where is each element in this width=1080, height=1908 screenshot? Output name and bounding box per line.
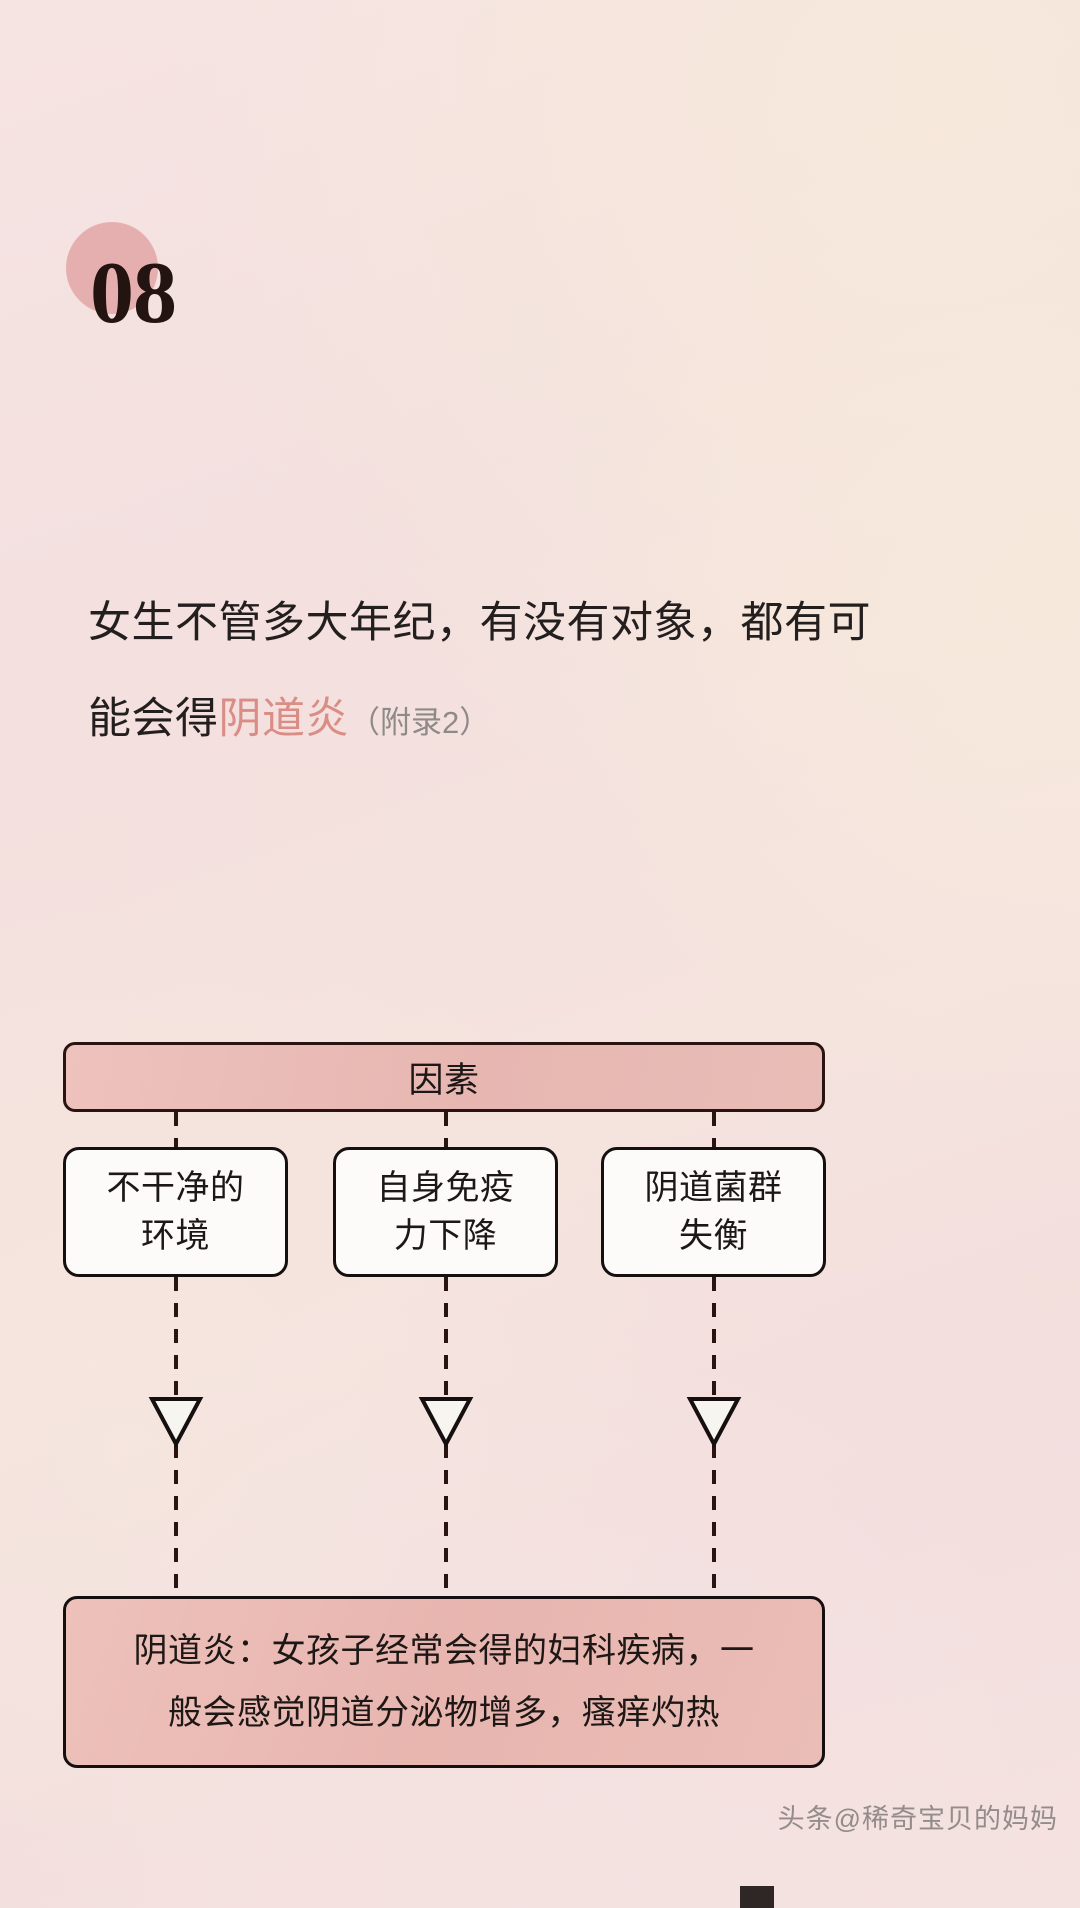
- arrowhead-triangle-icon-2: [418, 1397, 474, 1449]
- headline-paragraph: 女生不管多大年纪，有没有对象，都有可 能会得阴道炎（附录2）: [88, 575, 978, 771]
- headline-accent-term: 阴道炎: [218, 695, 349, 743]
- headline-line-2-prefix: 能会得: [88, 695, 219, 743]
- factor-2-line-1: 自身免疫: [376, 1169, 515, 1207]
- flowchart-factor-node-2: 自身免疫 力下降: [333, 1147, 558, 1277]
- arrowhead-triangle-icon-3: [686, 1397, 742, 1449]
- headline-line-1: 女生不管多大年纪，有没有对象，都有可: [88, 599, 871, 647]
- section-number: 08: [90, 245, 177, 342]
- factor-3-line-2: 失衡: [679, 1217, 748, 1255]
- factor-2-line-2: 力下降: [393, 1217, 498, 1255]
- bottom-edge-mark: [740, 1886, 774, 1908]
- watermark-text: 头条@稀奇宝贝的妈妈: [777, 1804, 1058, 1834]
- flowchart-result-node: 阴道炎：女孩子经常会得的妇科疾病，一 般会感觉阴道分泌物增多，瘙痒灼热: [63, 1596, 825, 1768]
- factor-3-line-1: 阴道菌群: [644, 1169, 783, 1207]
- result-line-2: 般会感觉阴道分泌物增多，瘙痒灼热: [168, 1694, 720, 1732]
- flowchart-factor-node-1: 不干净的 环境: [63, 1147, 288, 1277]
- flowchart-header-node: 因素: [63, 1042, 825, 1112]
- flowchart-header-label: 因素: [408, 1060, 480, 1100]
- factor-1-line-1: 不干净的: [106, 1169, 245, 1207]
- arrowhead-triangle-icon-1: [148, 1397, 204, 1449]
- flowchart-factor-node-3: 阴道菌群 失衡: [601, 1147, 826, 1277]
- headline-appendix-note: （附录2）: [349, 705, 491, 740]
- factor-1-line-2: 环境: [141, 1217, 210, 1255]
- decorative-circle: [66, 222, 158, 314]
- result-line-1: 阴道炎：女孩子经常会得的妇科疾病，一: [133, 1632, 755, 1670]
- section-number-block: 08: [60, 222, 320, 372]
